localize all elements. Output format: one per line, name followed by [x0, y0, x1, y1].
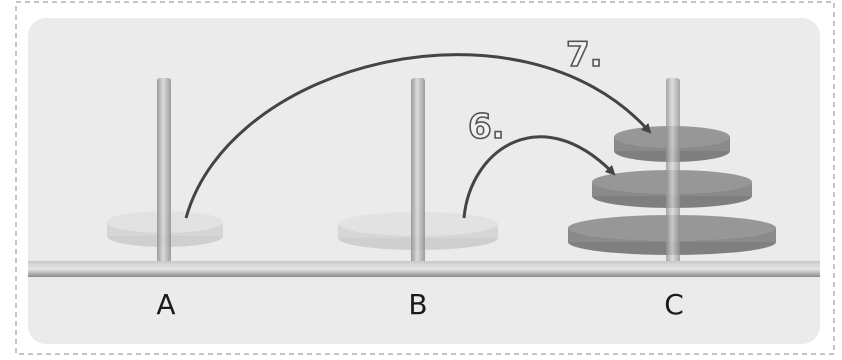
- move-6-arrow: [462, 135, 616, 219]
- peg-a-rod: [157, 78, 171, 270]
- dashed-border: [15, 1, 835, 355]
- base-rail: [28, 261, 820, 277]
- peg-label-a: A: [156, 288, 176, 321]
- move-7-label: 7.: [566, 35, 603, 75]
- peg-b-rod: [411, 78, 425, 270]
- peg-c-rod: [666, 78, 680, 270]
- peg-label-b: B: [408, 288, 428, 321]
- peg-label-c: C: [664, 288, 684, 321]
- move-6-label: 6.: [468, 107, 505, 147]
- move-7-arrow: [184, 53, 652, 219]
